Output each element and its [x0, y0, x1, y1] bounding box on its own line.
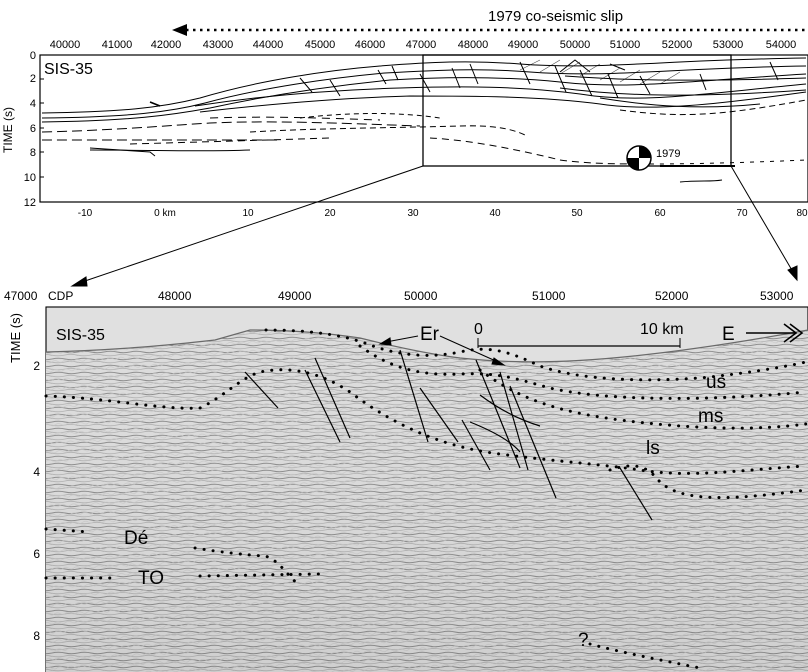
svg-text:8: 8: [33, 629, 40, 643]
label-er: Er: [420, 324, 440, 345]
direction-arrow-icon: [746, 323, 804, 343]
top-cdp-axis: 40000 41000 42000 43000 44000 45000 4600…: [50, 39, 797, 51]
svg-text:48000: 48000: [158, 289, 192, 303]
focal-mechanism-icon: [626, 145, 652, 171]
svg-text:2: 2: [30, 73, 36, 85]
svg-text:49000: 49000: [278, 289, 312, 303]
svg-text:50000: 50000: [404, 289, 438, 303]
zoom-connector-arrows: [70, 165, 798, 287]
svg-text:30: 30: [407, 208, 419, 219]
coseismic-slip-arrow: [172, 24, 806, 36]
svg-text:52000: 52000: [655, 289, 689, 303]
bottom-cdp-axis: 47000 CDP 48000 49000 50000 51000 52000 …: [4, 289, 794, 303]
top-cdp-tick: 53000: [713, 39, 744, 51]
svg-text:0 km: 0 km: [154, 208, 176, 219]
top-cdp-tick: 46000: [355, 39, 386, 51]
bottom-seismic-section: 47000 CDP 48000 49000 50000 51000 52000 …: [4, 289, 808, 672]
horizon-us: [478, 368, 808, 430]
top-cdp-tick: 50000: [560, 39, 591, 51]
svg-text:40: 40: [489, 208, 501, 219]
svg-text:6: 6: [33, 547, 40, 561]
bottom-profile-label: SIS-35: [56, 327, 105, 344]
bottom-time-axis-label: TIME (s): [8, 313, 23, 363]
top-deformed-zone: [519, 59, 681, 85]
fault-lines: [244, 349, 653, 521]
horizon-ls: [608, 464, 808, 500]
svg-text:53000: 53000: [760, 289, 794, 303]
label-to: TO: [138, 568, 164, 589]
svg-text:70: 70: [736, 208, 748, 219]
label-unknown: ?: [578, 630, 589, 651]
svg-text:8: 8: [30, 147, 36, 159]
event-year-label: 1979: [656, 148, 680, 160]
svg-text:50: 50: [571, 208, 583, 219]
top-cdp-tick: 52000: [662, 39, 693, 51]
top-km-axis: -10 0 km 10 20 30 40 50 60 70 80: [78, 208, 808, 219]
top-cdp-tick: 54000: [766, 39, 797, 51]
svg-text:10: 10: [242, 208, 254, 219]
top-cdp-tick: 51000: [610, 39, 641, 51]
svg-text:80: 80: [796, 208, 808, 219]
top-cdp-tick: 42000: [151, 39, 182, 51]
coseismic-slip-label: 1979 co-seismic slip: [488, 8, 623, 25]
top-cdp-tick: 49000: [508, 39, 539, 51]
svg-text:20: 20: [324, 208, 336, 219]
bottom-time-axis: 2 4 6 8: [33, 359, 40, 643]
direction-label: E: [722, 324, 735, 345]
top-cdp-tick: 44000: [253, 39, 284, 51]
seafloor: [45, 329, 808, 363]
top-line-drawing-panel: TIME (s) 40000 41000 42000 43000 44000 4…: [1, 39, 808, 219]
top-profile-label: SIS-35: [44, 61, 93, 78]
svg-text:12: 12: [24, 197, 36, 209]
label-de: Dé: [124, 528, 148, 549]
svg-text:47000: 47000: [4, 289, 38, 303]
svg-text:0: 0: [30, 50, 36, 62]
svg-text:4: 4: [30, 98, 36, 110]
top-cdp-tick: 47000: [406, 39, 437, 51]
label-ls: ls: [646, 438, 660, 459]
top-cdp-tick: 40000: [50, 39, 81, 51]
er-pointers: [378, 335, 506, 366]
top-cdp-tick: 48000: [458, 39, 489, 51]
horizon-er: [264, 328, 808, 382]
svg-text:6: 6: [30, 123, 36, 135]
label-us: us: [706, 372, 726, 393]
top-cdp-tick: 41000: [102, 39, 133, 51]
horizon-lines: [44, 328, 808, 670]
top-cdp-tick: 45000: [305, 39, 336, 51]
zoom-box: [422, 54, 732, 167]
scale-end: 10 km: [640, 321, 684, 338]
top-time-axis: 0 2 4 6 8 10 12: [24, 50, 44, 209]
unit-labels: Er us ms ls Dé TO ?: [124, 324, 726, 651]
top-reflector-interpretation: [41, 57, 807, 183]
scale-start: 0: [474, 321, 483, 338]
svg-text:60: 60: [654, 208, 666, 219]
scale-bar: [477, 338, 681, 348]
top-cdp-tick: 43000: [203, 39, 234, 51]
top-time-axis-label: TIME (s): [1, 107, 15, 153]
svg-text:-10: -10: [78, 208, 93, 219]
svg-text:51000: 51000: [532, 289, 566, 303]
cdp-label: CDP: [48, 289, 73, 303]
svg-text:2: 2: [33, 359, 40, 373]
label-ms: ms: [698, 406, 723, 427]
horizon-lower: [44, 368, 808, 475]
svg-text:10: 10: [24, 172, 36, 184]
svg-text:4: 4: [33, 465, 40, 479]
